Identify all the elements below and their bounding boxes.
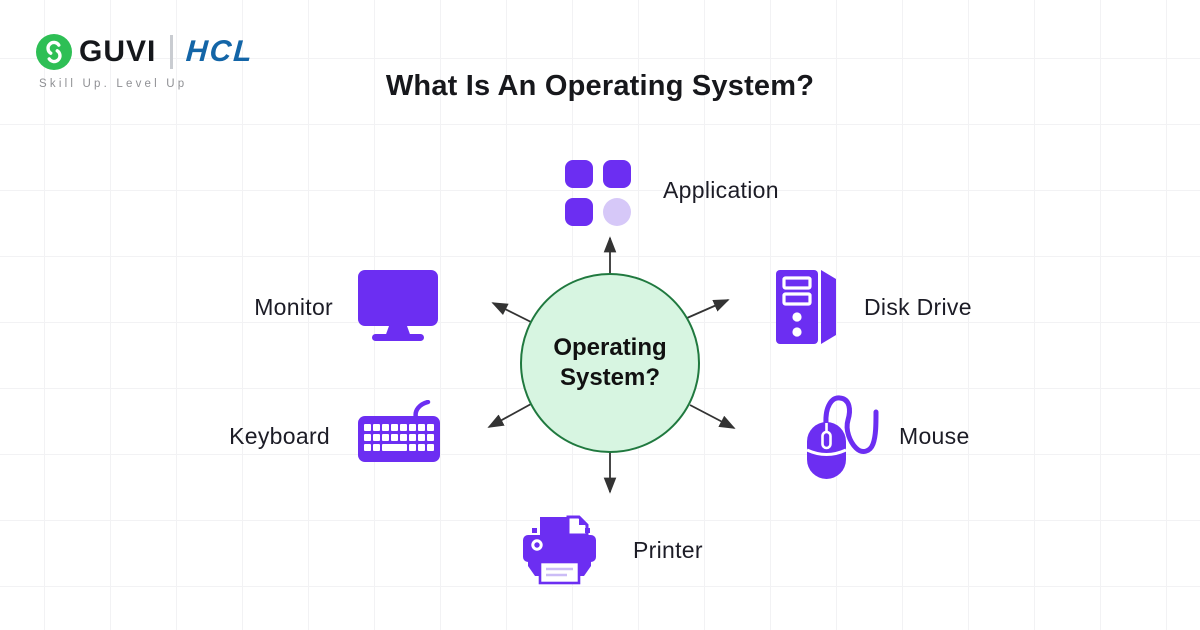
center-label-line1: Operating bbox=[553, 334, 667, 361]
node-label-application: Application bbox=[663, 177, 779, 203]
guvi-wordmark: GUVI bbox=[79, 35, 157, 68]
brand-divider bbox=[170, 35, 173, 69]
brand-header: GUVI HCL Skill Up. Level Up bbox=[36, 34, 255, 90]
arrow-to-disk-drive bbox=[686, 299, 730, 319]
center-label-line2: System? bbox=[559, 364, 661, 391]
center-node-operating-system: Operating System? bbox=[520, 273, 700, 453]
arrow-to-keyboard bbox=[487, 403, 532, 428]
mouse-icon bbox=[798, 390, 890, 482]
guvi-logo-icon bbox=[36, 34, 72, 70]
node-label-disk-drive: Disk Drive bbox=[864, 294, 972, 320]
printer-icon bbox=[523, 513, 599, 585]
app-grid-square bbox=[603, 160, 631, 188]
arrow-to-mouse bbox=[689, 404, 736, 429]
hcl-wordmark: HCL bbox=[184, 35, 255, 68]
monitor-icon bbox=[358, 270, 438, 344]
disk-drive-icon bbox=[776, 264, 840, 350]
node-label-keyboard: Keyboard bbox=[229, 423, 330, 449]
arrow-to-monitor bbox=[491, 302, 534, 324]
app-grid-icon bbox=[565, 160, 631, 226]
brand-row: GUVI HCL bbox=[36, 34, 255, 70]
node-label-printer: Printer bbox=[633, 537, 703, 563]
app-grid-square bbox=[565, 198, 593, 226]
page-title: What Is An Operating System? bbox=[385, 70, 815, 102]
keyboard-icon bbox=[358, 399, 440, 466]
app-grid-circle bbox=[603, 198, 631, 226]
app-grid-square bbox=[565, 160, 593, 188]
node-label-monitor: Monitor bbox=[254, 294, 333, 320]
node-label-mouse: Mouse bbox=[899, 423, 970, 449]
brand-tagline: Skill Up. Level Up bbox=[39, 78, 188, 90]
